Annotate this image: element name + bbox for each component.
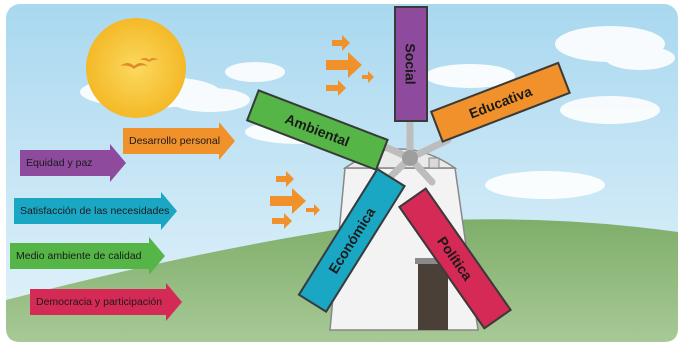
arrow-medio-ambiente: Medio ambiente de calidad (10, 237, 165, 275)
arrow-satisfaccion-necesidades: Satisfacción de las necesidades (14, 192, 177, 230)
arrow-label: Equidad y paz (26, 157, 93, 169)
arrow-equidad-y-paz: Equidad y paz (20, 144, 126, 182)
arrow-head (110, 144, 126, 182)
arrow-label: Satisfacción de las necesidades (20, 205, 170, 217)
blade-social: Social (394, 6, 428, 122)
arrow-democracia-participacion: Democracia y participación (30, 283, 182, 321)
arrow-desarrollo-personal: Desarrollo personal (123, 122, 235, 160)
arrow-head (161, 192, 177, 230)
arrow-head (219, 122, 235, 160)
birds (120, 58, 158, 69)
blade-label: Social (403, 43, 419, 85)
sun (86, 18, 186, 118)
arrow-head (166, 283, 182, 321)
arrow-label: Democracia y participación (36, 296, 163, 308)
wind-arrows (270, 35, 374, 229)
arrow-shaft (14, 198, 161, 224)
arrow-shaft (123, 128, 219, 154)
arrow-head (149, 237, 165, 275)
arrow-label: Desarrollo personal (129, 135, 221, 147)
arrow-shaft (30, 289, 166, 315)
arrow-label: Medio ambiente de calidad (16, 250, 142, 262)
arrow-shaft (10, 243, 149, 269)
arrow-shaft (20, 150, 110, 176)
